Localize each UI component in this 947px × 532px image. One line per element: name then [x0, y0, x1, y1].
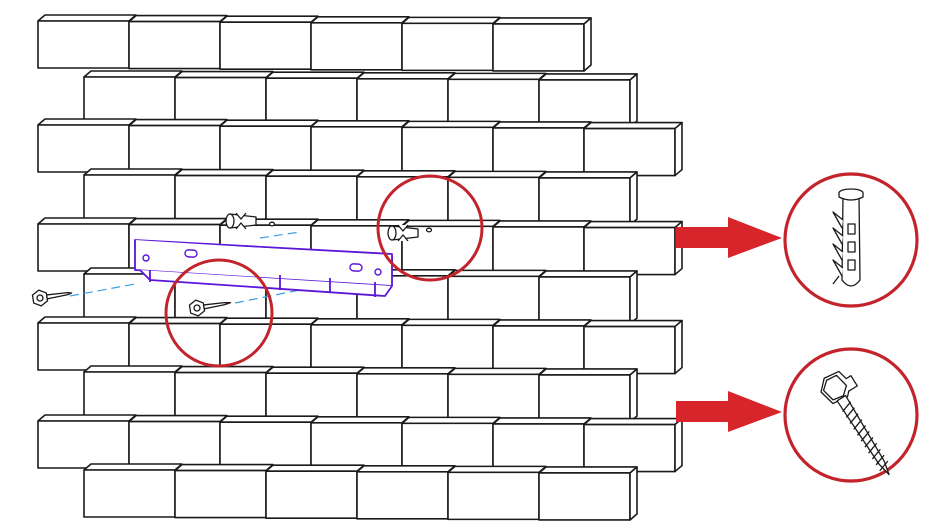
brick: [265, 169, 365, 224]
brick: [310, 415, 410, 471]
brick: [128, 414, 228, 470]
screw-highlight-circle: [164, 258, 274, 368]
brick: [401, 16, 501, 72]
screw-left: [31, 289, 73, 307]
brick: [83, 267, 183, 322]
brick: [128, 316, 228, 372]
brick: [356, 71, 456, 127]
wall-anchor-icon: [832, 188, 864, 287]
brick: [356, 464, 456, 520]
brick: [447, 72, 547, 128]
brick: [265, 71, 365, 126]
brick: [83, 168, 183, 223]
brick: [174, 70, 274, 126]
brick: [401, 318, 501, 374]
brick: [583, 121, 683, 177]
right-arrow-icon: [676, 217, 782, 258]
wall-anchor-right: [387, 224, 433, 242]
brick: [37, 217, 137, 272]
brick: [401, 120, 501, 176]
brick: [447, 170, 547, 226]
brick: [583, 417, 683, 473]
brick: [310, 15, 410, 71]
screw-detail-callout: [783, 347, 919, 483]
brick: [538, 368, 638, 423]
brick: [583, 220, 683, 276]
brick: [356, 366, 456, 422]
brick: [583, 319, 683, 375]
brick: [492, 121, 592, 176]
hex-lag-screw-icon: [820, 370, 890, 476]
screw-center: [188, 299, 232, 317]
brick: [447, 465, 547, 521]
brick: [37, 414, 137, 469]
brick: [447, 367, 547, 423]
brick: [174, 168, 274, 224]
brick: [310, 317, 410, 373]
brick: [492, 319, 592, 374]
brick: [538, 171, 638, 226]
bracket-hole-left: [142, 254, 150, 262]
drill-hole-right: [425, 227, 433, 233]
brick: [174, 365, 274, 421]
guide-line-center: [234, 289, 301, 304]
brick: [83, 463, 183, 518]
brick: [219, 415, 319, 470]
brick: [492, 417, 592, 472]
bracket-ribs: [149, 270, 376, 297]
brick: [37, 14, 137, 69]
anchor-highlight-circle: [376, 174, 484, 282]
brick: [538, 270, 638, 325]
brick: [401, 416, 501, 472]
brick: [310, 119, 410, 175]
brick: [37, 118, 137, 173]
guide-line-top: [259, 231, 301, 239]
brick: [174, 463, 274, 519]
brick: [265, 366, 365, 421]
brick: [83, 365, 183, 420]
brick: [265, 464, 365, 519]
brick: [37, 316, 137, 371]
bracket-hole-right: [374, 268, 382, 276]
brick: [538, 73, 638, 128]
brick: [538, 466, 638, 521]
brick: [83, 70, 183, 125]
brick: [128, 118, 228, 174]
drill-hole-left: [268, 221, 276, 227]
brick: [219, 119, 319, 174]
brick: [356, 169, 456, 225]
bracket-slot-left: [184, 249, 198, 258]
wall-anchor-left: [225, 212, 276, 230]
right-arrow-icon: [676, 391, 782, 432]
brick: [492, 17, 592, 72]
brick: [128, 14, 228, 70]
brick: [447, 269, 547, 325]
brick: [492, 220, 592, 275]
bracket-bottom-flange: [139, 269, 393, 297]
bracket-slot-right: [349, 263, 363, 272]
mounting-bracket: [134, 239, 393, 297]
anchor-detail-callout: [783, 172, 919, 308]
guide-line-left: [69, 283, 136, 297]
brick: [219, 15, 319, 70]
